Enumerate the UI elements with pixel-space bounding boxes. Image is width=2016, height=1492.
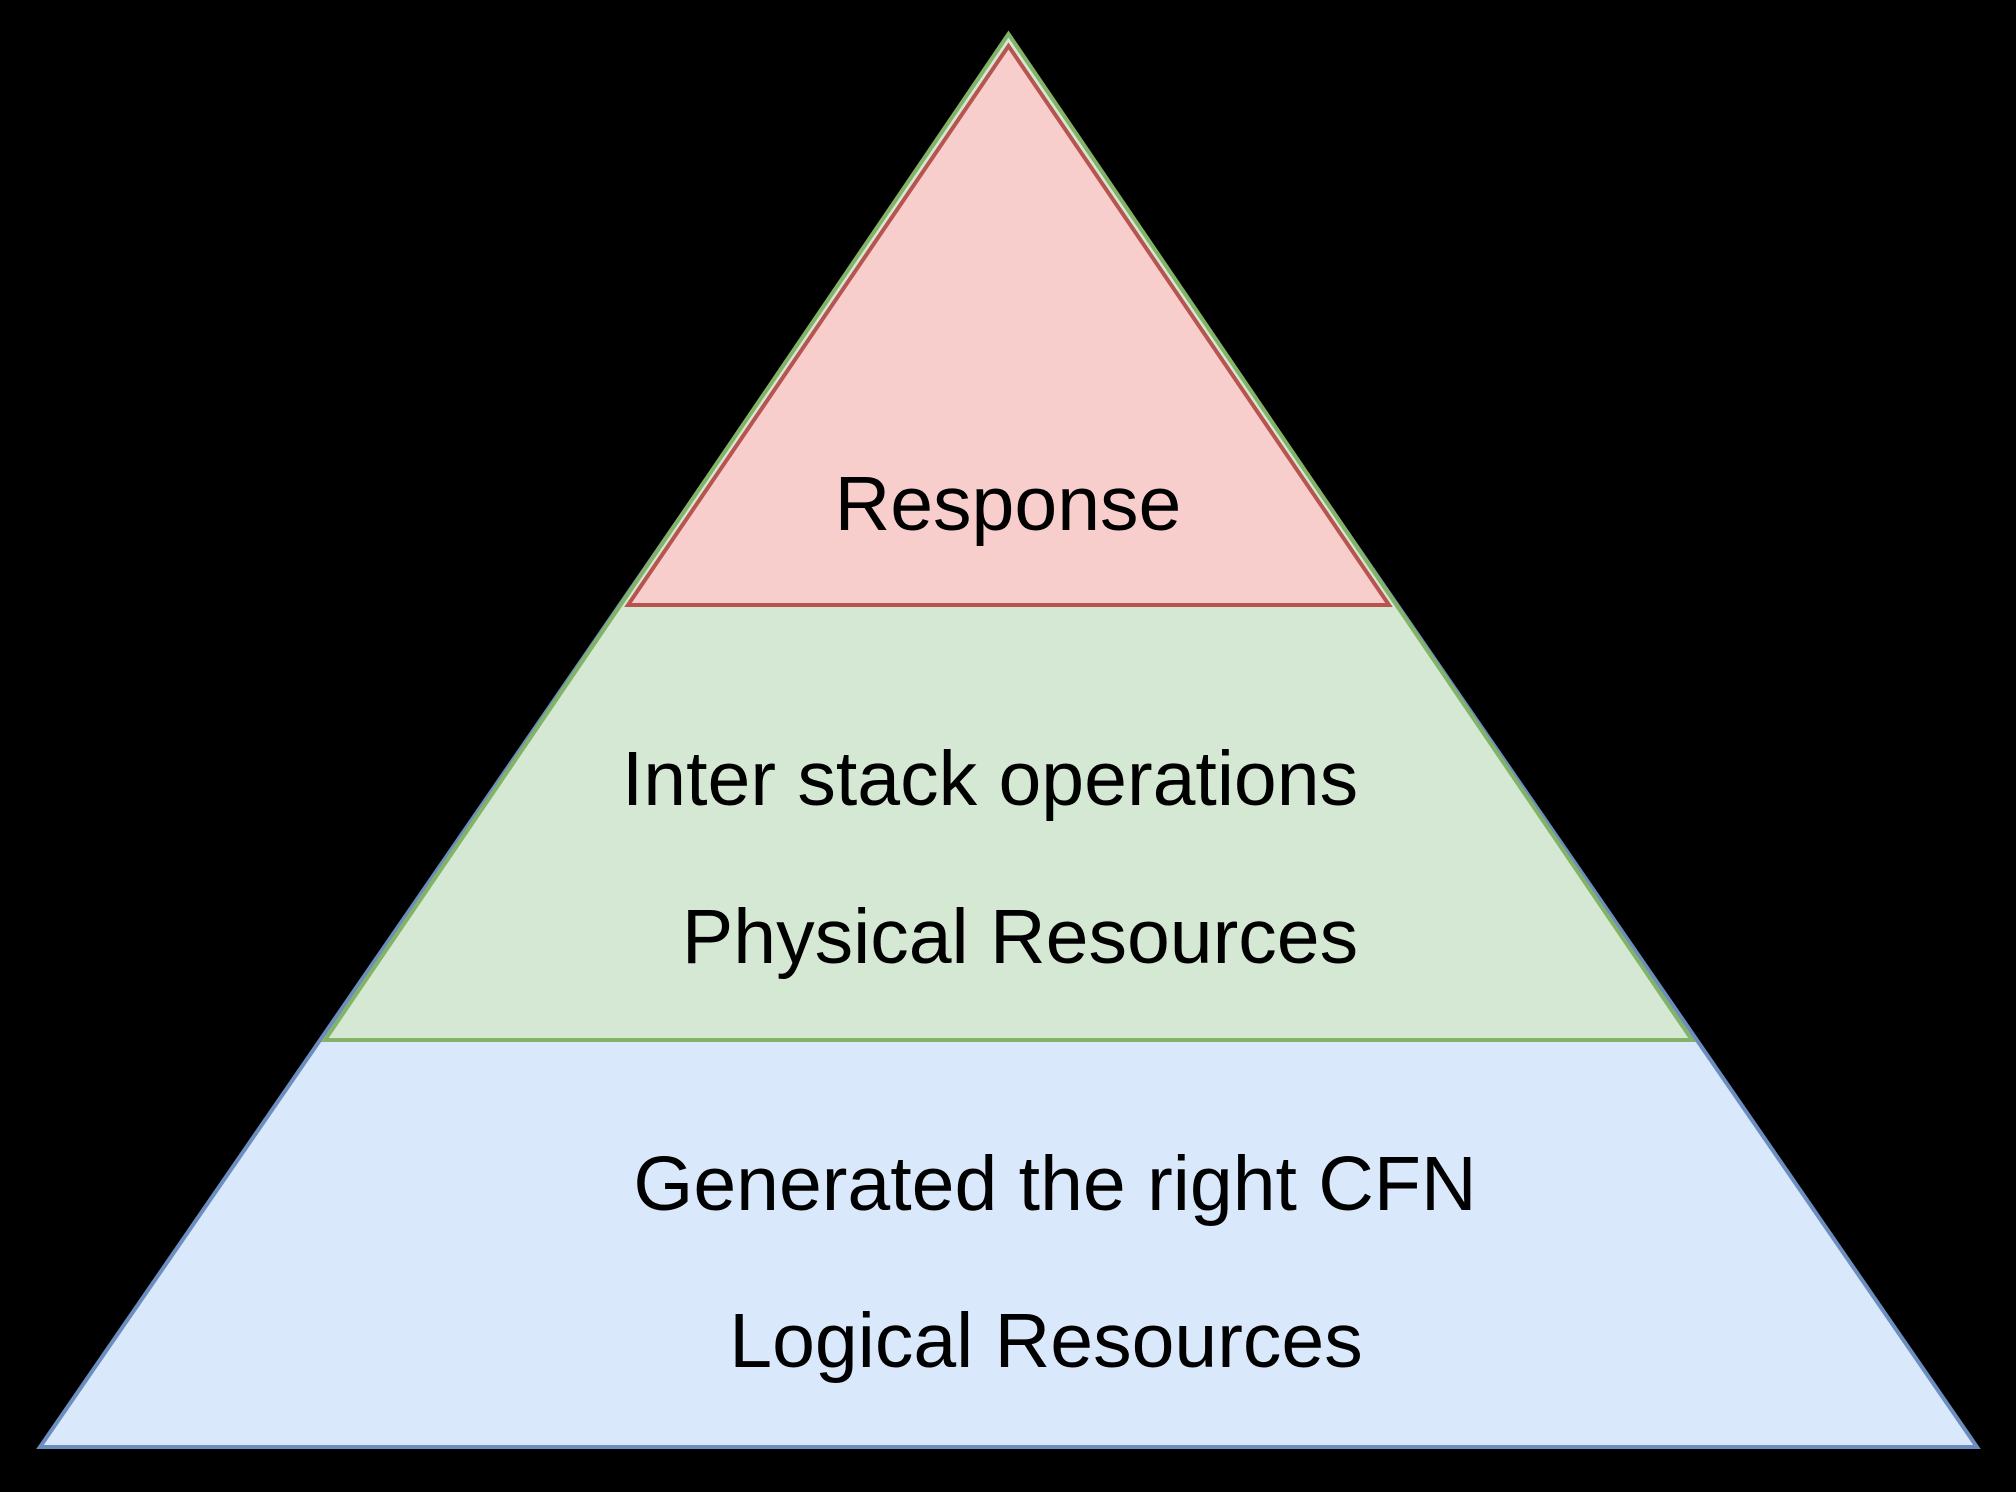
- label-physical-resources: Physical Resources: [682, 894, 1358, 980]
- label-generated-the-right-cfn: Generated the right CFN: [633, 1141, 1476, 1227]
- pyramid-layer-top: [624, 42, 1393, 607]
- label-response: Response: [835, 461, 1182, 547]
- label-inter-stack-operations: Inter stack operations: [622, 736, 1358, 822]
- label-logical-resources: Logical Resources: [729, 1298, 1362, 1384]
